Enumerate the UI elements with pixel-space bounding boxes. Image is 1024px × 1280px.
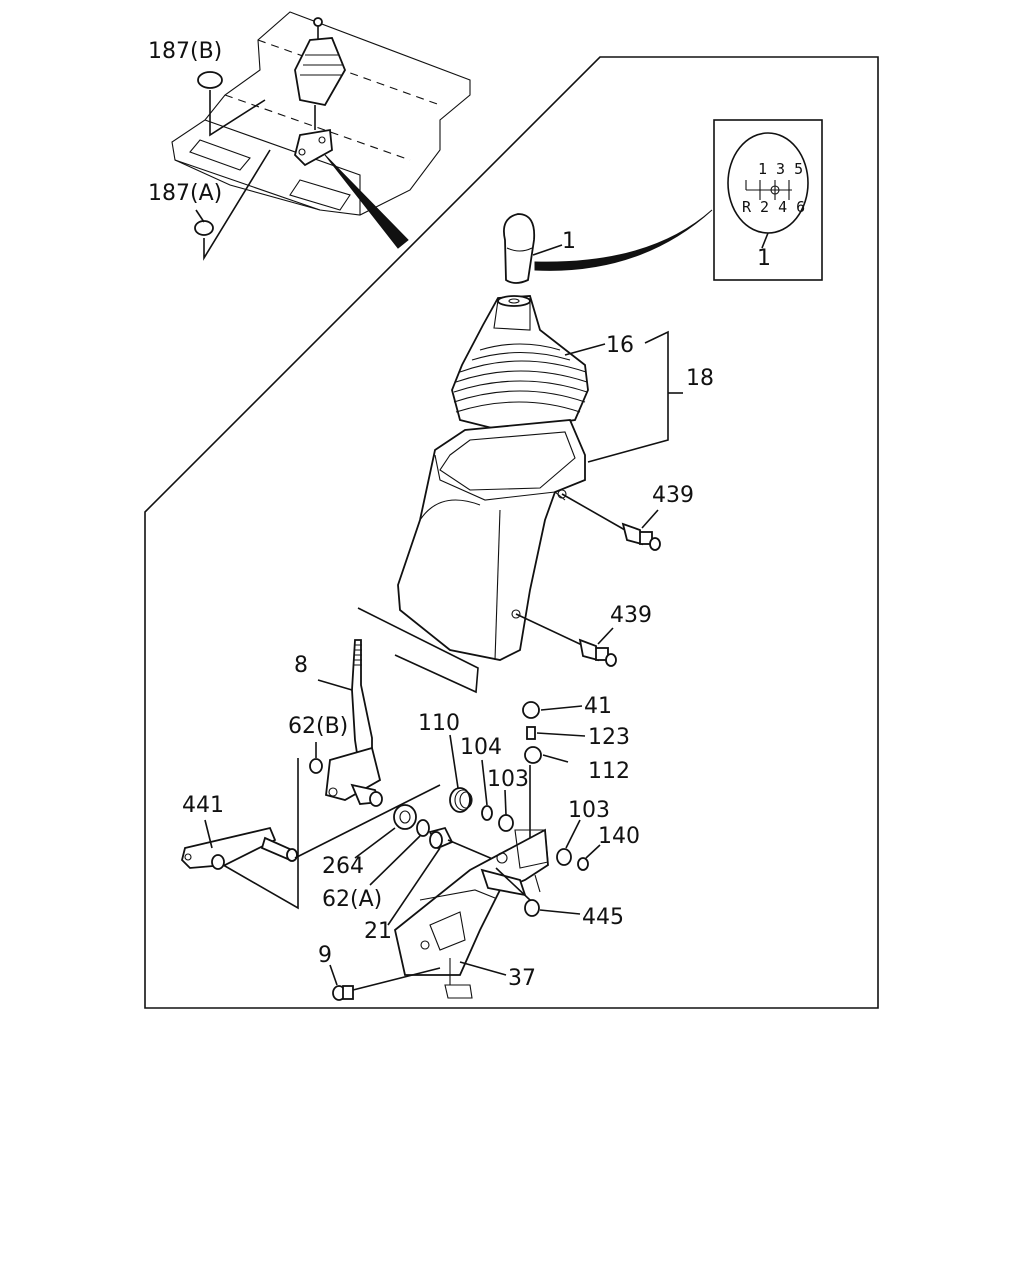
callout-16: 16 — [606, 333, 634, 358]
callout-439-upper: 439 — [652, 483, 694, 508]
washer-104 — [481, 805, 493, 821]
shift-knob — [503, 213, 536, 284]
callout-104: 104 — [460, 735, 502, 760]
nut-445 — [524, 899, 540, 917]
callout-445: 445 — [582, 905, 624, 930]
nut-41 — [522, 701, 540, 719]
callout-62a: 62(A) — [322, 887, 382, 912]
plug-187a — [194, 220, 214, 236]
floor-overview — [171, 11, 471, 216]
bushing-103-right — [556, 848, 572, 866]
screw-439-lower — [578, 638, 617, 667]
console-cover — [397, 419, 586, 661]
callout-123: 123 — [588, 725, 630, 750]
knob-pointer — [534, 209, 713, 271]
pin-123 — [526, 726, 536, 740]
shift-boot — [451, 295, 589, 431]
callout-41: 41 — [584, 694, 612, 719]
bolt-9 — [332, 985, 354, 1001]
callout-1: 1 — [562, 229, 576, 254]
callout-187a: 187(A) — [148, 181, 222, 206]
clip-140 — [577, 857, 589, 871]
main-frame — [144, 56, 879, 1009]
callout-37: 37 — [508, 966, 536, 991]
callout-264: 264 — [322, 854, 364, 879]
collar-62b — [309, 758, 323, 774]
shift-lever — [325, 639, 383, 807]
callout-112: 112 — [588, 759, 630, 784]
callout-140: 140 — [598, 824, 640, 849]
callout-187b: 187(B) — [148, 39, 222, 64]
link-441 — [181, 826, 298, 870]
callout-110: 110 — [418, 711, 460, 736]
screw-439-upper — [621, 522, 661, 551]
callout-441: 441 — [182, 793, 224, 818]
callout-103-left: 103 — [487, 767, 529, 792]
callout-9: 9 — [318, 943, 332, 968]
callout-103-right: 103 — [568, 798, 610, 823]
callout-21: 21 — [364, 919, 392, 944]
shift-gate-icon — [745, 180, 792, 200]
bush-264 — [393, 804, 417, 830]
floor-pointer — [324, 154, 409, 249]
callout-1-inset: 1 — [757, 246, 771, 271]
callout-8: 8 — [294, 653, 308, 678]
shift-pattern-bottom: R 2 4 6 — [742, 198, 805, 216]
shift-pattern-inset: 1 3 5 R 2 4 6 1 — [713, 119, 823, 281]
bracket-37 — [393, 828, 549, 999]
callout-62b: 62(B) — [288, 714, 348, 739]
collar-62a — [416, 819, 430, 837]
plug-187b — [197, 71, 223, 89]
callout-18: 18 — [686, 366, 714, 391]
callout-439-lower: 439 — [610, 603, 652, 628]
spring-110 — [449, 787, 473, 813]
bushing-103-left — [498, 814, 514, 832]
shift-pattern-top: 1 3 5 — [758, 160, 803, 178]
bush-112 — [524, 746, 542, 764]
